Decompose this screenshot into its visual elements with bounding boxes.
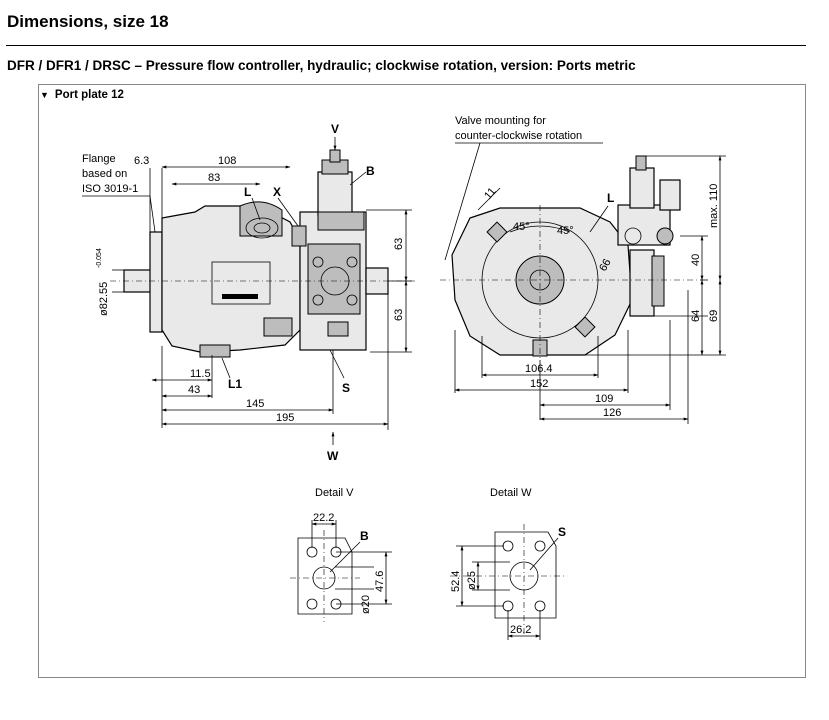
detail-v-dim-47-6: 47.6 [374, 571, 386, 592]
detail-w-port-s: S [558, 525, 566, 539]
page-title: Dimensions, size 18 [7, 12, 169, 31]
dim-11-5: 11.5 [190, 368, 211, 380]
dim-83: 83 [208, 172, 220, 184]
nameplate [211, 261, 271, 305]
dim-6-3: 6.3 [134, 155, 149, 167]
controller-valve [317, 171, 353, 217]
flange-note-2: based on [82, 168, 127, 180]
drawing-frame [38, 84, 806, 678]
dim-152: 152 [530, 378, 548, 390]
label-x: X [273, 185, 281, 199]
dim-126: 126 [603, 407, 621, 419]
label-s: S [342, 381, 350, 395]
detail-v-dim-22-2: 22.2 [313, 512, 334, 524]
controller-block [307, 243, 361, 315]
dim-11: 11 [482, 185, 499, 201]
dim-108: 108 [218, 155, 236, 167]
detail-w-flange [494, 531, 557, 619]
label-v: V [331, 122, 339, 136]
dim-66: 66 [597, 257, 614, 274]
dim-max-110: max. 110 [708, 184, 720, 228]
dim-63-upper: 63 [393, 238, 405, 250]
dim-45-left: 45° [513, 221, 530, 233]
label-l1: L1 [228, 377, 242, 391]
section-title: DFR / DFR1 / DRSC – Pressure flow contro… [7, 58, 636, 73]
dim-106-4: 106.4 [525, 363, 553, 375]
label-w: W [327, 449, 339, 463]
dim-shaft-tol: -0.054 [96, 248, 103, 268]
detail-v-dim-o20: ø20 [360, 595, 372, 614]
dim-shaft-dia: ø82.55 [98, 282, 110, 316]
dim-43: 43 [188, 384, 200, 396]
valve-note-2: counter-clockwise rotation [455, 130, 582, 142]
detail-v: Detail V 22.2 47.6 ø20 B [290, 487, 392, 622]
detail-w: Detail W 52.4 ø25 26.2 S [450, 487, 566, 640]
flange-plate [149, 231, 163, 333]
detail-w-dim-o25: ø25 [466, 571, 478, 590]
front-view: Valve mounting for counter-clockwise rot… [440, 115, 726, 424]
side-view: Flange based on ISO 3019-1 6.3 108 83 V … [82, 122, 415, 463]
port-plate-text: Port plate 12 [54, 89, 124, 101]
label-l: L [244, 185, 251, 199]
triangle-down-icon: ▼ [40, 90, 49, 100]
title-rule [6, 45, 806, 46]
dim-195: 195 [276, 412, 294, 424]
dim-109: 109 [595, 393, 613, 405]
detail-v-title: Detail V [315, 487, 354, 499]
detail-w-title: Detail W [490, 487, 532, 499]
label-l-front: L [607, 191, 614, 205]
dim-64: 64 [690, 310, 702, 322]
dim-145: 145 [246, 398, 264, 410]
dim-69: 69 [708, 310, 720, 322]
detail-w-dim-52-4: 52.4 [450, 571, 462, 592]
valve-note-1: Valve mounting for [455, 115, 546, 127]
dim-40: 40 [690, 254, 702, 266]
detail-v-flange [297, 537, 353, 615]
flange-note-1: Flange [82, 153, 116, 165]
port-plate-label: ▼ Port plate 12 [40, 89, 124, 101]
dim-45-right: 45° [557, 225, 574, 237]
detail-v-port-b: B [360, 529, 369, 543]
label-b: B [366, 164, 375, 178]
flange-note-3: ISO 3019-1 [82, 183, 138, 195]
port-boss-l [239, 201, 283, 237]
dim-63-lower: 63 [393, 309, 405, 321]
detail-w-dim-26-2: 26.2 [510, 624, 531, 636]
